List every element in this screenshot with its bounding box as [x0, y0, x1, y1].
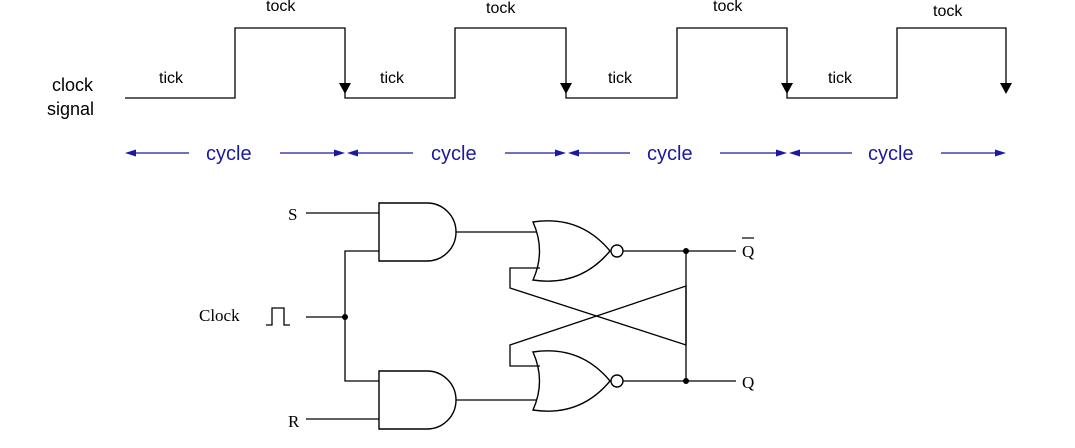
cycle-label-1: cycle: [206, 143, 252, 165]
tick-label-3: tick: [608, 70, 633, 87]
and-gate-top: [378, 202, 457, 262]
cycle-arrowhead-right: [776, 149, 787, 157]
tock-label-1: tock: [266, 0, 296, 15]
cycle-label-4: cycle: [868, 143, 914, 165]
sr-latch-diagram: S R Clock Q Q: [199, 202, 754, 431]
and-gate-bottom: [378, 370, 457, 430]
wire-clock-bus: [344, 250, 379, 382]
tock-label-3: tock: [713, 0, 743, 15]
input-r-label: R: [288, 412, 300, 431]
cycle-label-3: cycle: [647, 143, 693, 165]
input-s-label: S: [288, 205, 297, 224]
cycle-label-2: cycle: [431, 143, 477, 165]
nor-gate-bottom-bubble: [610, 374, 624, 388]
cycle-span-3: cycle: [568, 143, 787, 165]
wire-feedback-q: [509, 285, 687, 381]
cycle-arrowhead-right: [995, 149, 1006, 157]
cycle-arrowhead-right: [555, 149, 566, 157]
cycle-span-2: cycle: [347, 143, 566, 165]
cycle-span-4: cycle: [789, 143, 1006, 165]
clock-pulse-icon: [266, 307, 290, 326]
falling-edge-arrow-1: [339, 83, 351, 94]
tock-label-4: tock: [933, 3, 963, 20]
cycle-arrowhead-right: [334, 149, 345, 157]
clock-signal-diagram: clock signal tick tick tick tick tock to…: [47, 0, 1012, 165]
wire-feedback-qbar: [509, 251, 687, 346]
nor-gate-top-bubble: [610, 244, 624, 258]
nor-gate-bottom: [531, 350, 611, 412]
tick-label-4: tick: [828, 70, 853, 87]
tick-label-1: tick: [159, 70, 184, 87]
cycle-arrowhead-left: [125, 149, 136, 157]
nor-gate-top: [531, 220, 611, 282]
output-q-label: Q: [742, 373, 754, 392]
tock-label-2: tock: [486, 0, 516, 17]
falling-edge-arrow-4: [1000, 83, 1012, 94]
cycle-arrowhead-left: [347, 149, 358, 157]
output-qbar-label: Q: [742, 242, 754, 261]
falling-edge-arrow-2: [560, 83, 572, 94]
cycle-arrowhead-left: [789, 149, 800, 157]
clock-waveform: [125, 27, 1007, 99]
clock-input-label: Clock: [199, 306, 240, 325]
tick-label-2: tick: [380, 70, 405, 87]
clock-signal-label-line2: signal: [47, 99, 94, 119]
cycle-arrowhead-left: [568, 149, 579, 157]
cycle-span-1: cycle: [125, 143, 345, 165]
clock-signal-label-line1: clock: [52, 75, 94, 95]
clock-junction-dot: [342, 314, 348, 320]
falling-edge-arrow-3: [781, 83, 793, 94]
